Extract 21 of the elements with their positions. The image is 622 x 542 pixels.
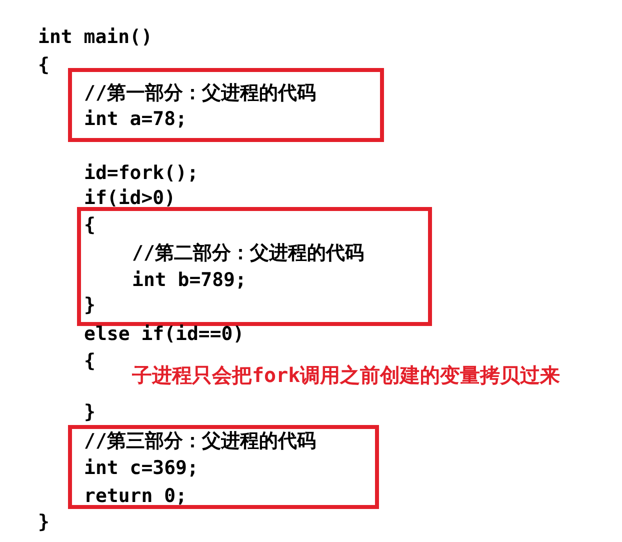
code-line: id=fork(); [84,161,198,185]
code-line: int a=78; [84,107,187,131]
annotation-text: 子进程只会把fork调用之前创建的变量拷贝过来 [132,363,560,387]
code-line: int b=789; [132,268,246,292]
code-line: { [38,53,50,77]
code-comment: //第一部分：父进程的代码 [84,81,316,105]
code-line: } [84,293,96,317]
code-line: } [84,400,96,424]
highlight-box [68,425,379,509]
highlight-box [68,68,384,142]
code-line: { [84,213,96,237]
code-line: } [38,510,50,534]
code-line: if(id>0) [84,186,176,210]
code-comment: //第三部分：父进程的代码 [84,429,316,453]
code-comment: //第二部分：父进程的代码 [132,241,364,265]
code-line: else if(id==0) [84,322,244,346]
highlight-box [77,207,432,326]
code-line: return 0; [84,484,187,508]
code-line: { [84,349,96,373]
code-line: int main() [38,25,152,49]
code-line: int c=369; [84,456,198,480]
